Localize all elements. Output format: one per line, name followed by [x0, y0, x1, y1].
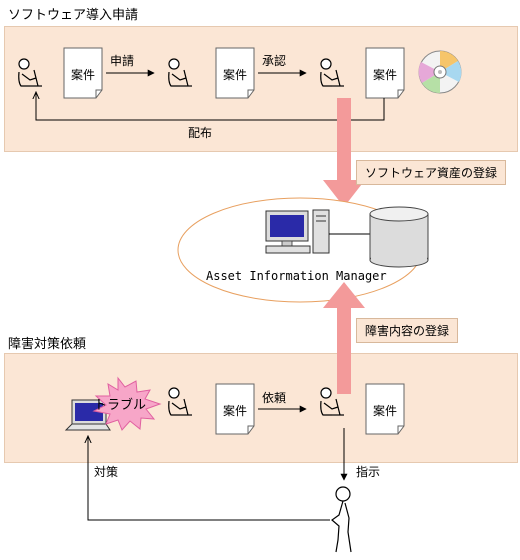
distribute-label: 配布 — [188, 126, 213, 140]
trouble-label: トラブル — [94, 398, 147, 413]
cd-icon — [418, 50, 462, 94]
countermeasure-label: 対策 — [94, 465, 119, 479]
register-software-arrow — [323, 98, 365, 207]
distribute-arrow — [36, 92, 385, 121]
request-label: 依頼 — [262, 391, 287, 405]
trouble-burst-icon — [92, 376, 162, 431]
apply-label: 申請 — [110, 54, 135, 68]
countermeasure-arrow — [88, 436, 330, 521]
desk-person-icon — [168, 58, 193, 87]
document-label: 案件 — [373, 404, 398, 418]
document-label: 案件 — [373, 68, 398, 82]
computer-icon — [265, 209, 330, 254]
register-trouble-label: 障害内容の登録 — [356, 318, 459, 343]
desk-person-icon — [320, 58, 345, 87]
register-software-label: ソフトウェア資産の登録 — [356, 160, 507, 185]
instruct-label: 指示 — [356, 465, 381, 479]
desk-person-icon — [168, 387, 193, 416]
system-name: Asset Information Manager — [206, 269, 387, 283]
register-trouble-arrow — [323, 282, 365, 394]
document-label: 案件 — [223, 404, 248, 418]
bottom-panel — [4, 353, 518, 463]
database-icon — [369, 206, 429, 268]
top-section-title: ソフトウェア導入申請 — [8, 8, 139, 23]
bottom-section-title: 障害対策依頼 — [8, 337, 87, 352]
document-label: 案件 — [71, 68, 96, 82]
approve-label: 承認 — [262, 54, 287, 68]
standing-person-icon — [331, 486, 352, 553]
document-label: 案件 — [223, 68, 248, 82]
desk-person-icon — [18, 58, 43, 87]
